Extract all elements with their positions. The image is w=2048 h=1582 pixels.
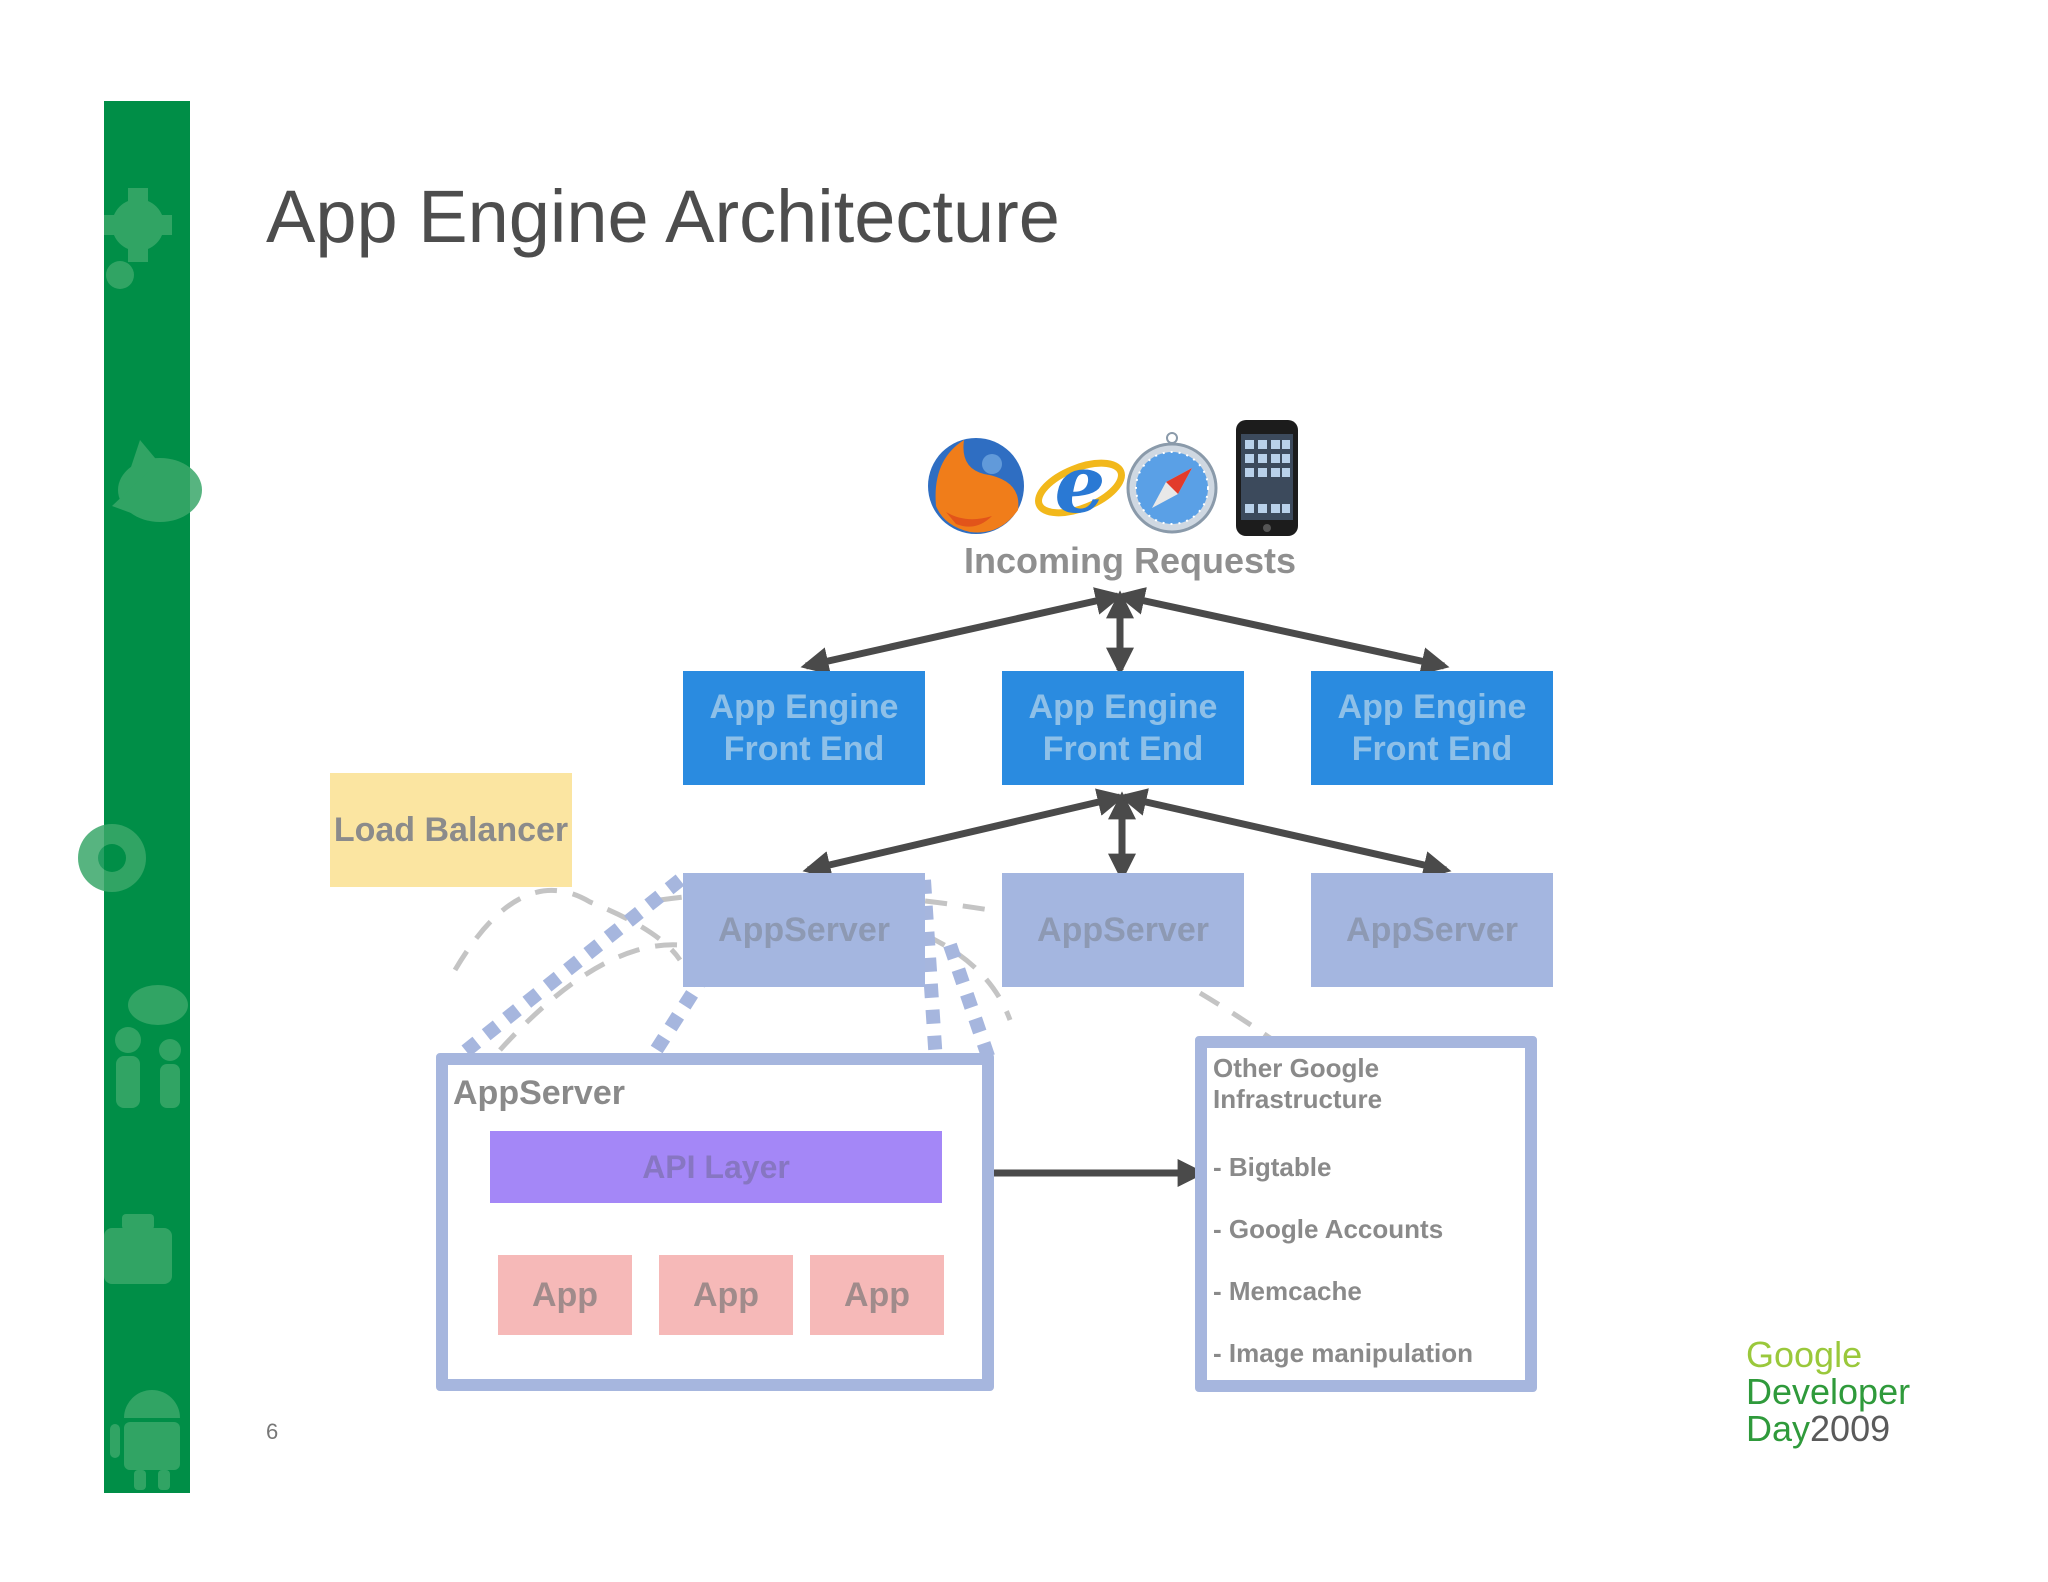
internet-explorer-icon: e — [1035, 437, 1125, 531]
iphone-icon — [1236, 420, 1298, 536]
app-box-1: App — [498, 1255, 632, 1335]
infrastructure-frame — [1195, 1036, 1537, 1392]
toolbox-icon — [104, 1214, 172, 1284]
app-server-box-1: AppServer — [683, 873, 925, 987]
page-number: 6 — [266, 1419, 279, 1444]
arrow-requests-to-frontend-3 — [1116, 587, 1450, 675]
incoming-request-icons: e — [928, 420, 1298, 536]
rocket-icon — [112, 440, 202, 522]
front-end-box-1: App Engine Front End — [683, 671, 925, 785]
android-icon — [110, 1390, 180, 1490]
app-box-3: App — [810, 1255, 944, 1335]
branding-year: 2009 — [1810, 1408, 1891, 1449]
dotted-zoom-links — [447, 874, 997, 1068]
arrow-frontend-to-appserver-1 — [802, 788, 1126, 879]
app-server-box-2: AppServer — [1002, 873, 1244, 987]
front-end-box-2: App Engine Front End — [1002, 671, 1244, 785]
infrastructure-item-memcache: - Memcache — [1213, 1276, 1362, 1306]
infrastructure-title: Other Google Infrastructure — [1213, 1053, 1383, 1114]
front-end-box-3: App Engine Front End — [1311, 671, 1553, 785]
slide-title: App Engine Architecture — [266, 175, 1060, 258]
arrow-frontend-to-appserver-3 — [1118, 788, 1452, 879]
branding-day: Day2009 — [1746, 1411, 1890, 1447]
load-balancer-box: Load Balancer — [330, 773, 572, 887]
incoming-requests-label: Incoming Requests — [963, 540, 1297, 581]
chrome-icon — [78, 824, 146, 892]
infrastructure-item-google-accounts: - Google Accounts — [1213, 1214, 1444, 1244]
branding-day-word: Day — [1746, 1408, 1811, 1449]
people-icon — [115, 985, 188, 1108]
svg-text:e: e — [1055, 437, 1106, 531]
arrow-requests-to-frontend-1 — [800, 587, 1124, 675]
infrastructure-item-image-manipulation: - Image manipulation — [1213, 1338, 1474, 1368]
app-box-2: App — [659, 1255, 793, 1335]
app-server-detail-title: AppServer — [453, 1074, 625, 1112]
safari-icon — [1126, 432, 1218, 534]
branding-developer: Developer — [1746, 1371, 1911, 1412]
infrastructure-item-bigtable: - Bigtable — [1213, 1152, 1332, 1182]
firefox-icon — [928, 438, 1024, 534]
branding-google: Google — [1746, 1334, 1863, 1375]
api-layer-box: API Layer — [490, 1131, 942, 1203]
app-server-box-3: AppServer — [1311, 873, 1553, 987]
gear-icon — [104, 188, 172, 289]
